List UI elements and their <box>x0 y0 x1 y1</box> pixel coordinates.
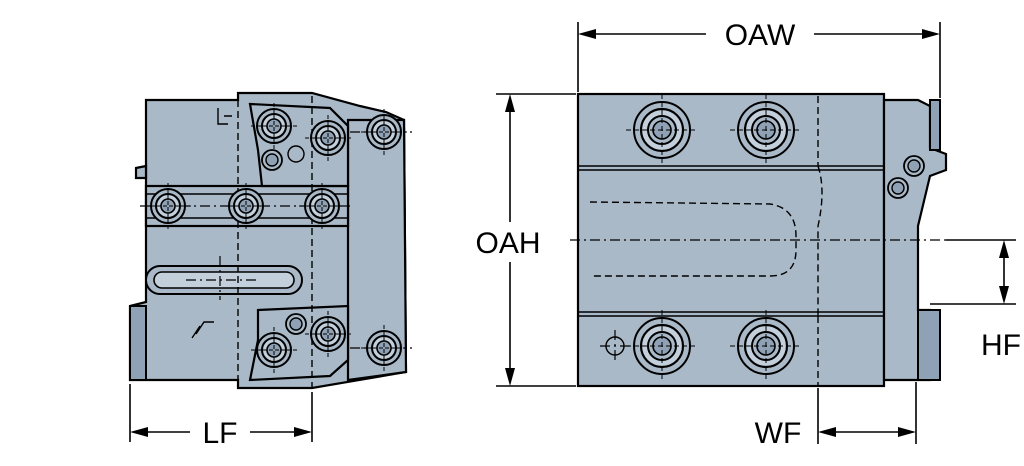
dimension-oaw: OAW <box>577 19 941 98</box>
dimension-wf: WF <box>755 382 917 450</box>
front-view <box>570 92 948 388</box>
side-view <box>128 91 412 390</box>
oah-label: OAH <box>475 227 540 260</box>
dimension-oah: OAH <box>475 93 576 387</box>
wf-label: WF <box>755 417 802 450</box>
oaw-label: OAW <box>725 19 796 52</box>
dimension-lf: LF <box>129 384 313 450</box>
hf-label: HF <box>981 329 1021 362</box>
dimension-hf: HF <box>930 239 1021 362</box>
lf-label: LF <box>202 417 237 450</box>
